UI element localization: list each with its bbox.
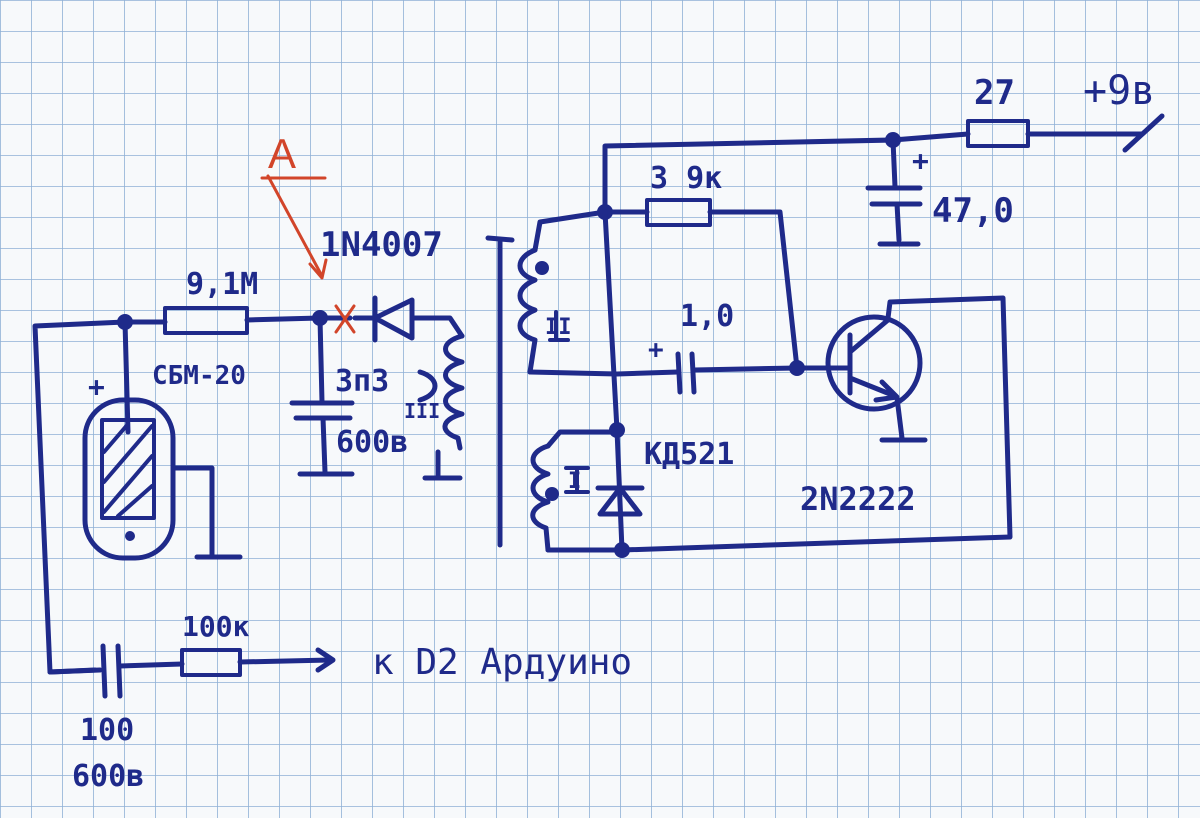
label-diode-1n4007: 1N4007 — [320, 225, 443, 265]
wire-coil2-top — [532, 209, 608, 253]
capacitor-1-right-plate — [689, 351, 697, 395]
wire-tube-to-ground — [170, 465, 215, 558]
wire-r100k-to-output — [237, 657, 333, 665]
wire-r91m-to-node — [244, 315, 353, 323]
transformer-core-top — [485, 235, 515, 243]
diode-1n4007 — [352, 295, 465, 343]
label-coil-ii: II — [545, 315, 572, 340]
wire-emitter-to-ground — [894, 395, 905, 441]
junction-base — [789, 360, 805, 376]
wire-c3n3-to-ground — [320, 415, 328, 475]
label-c1: 1,0 — [680, 299, 734, 334]
label-coil-i: I — [568, 469, 581, 494]
label-c100: 100 — [80, 713, 134, 748]
wire-to-c100 — [47, 667, 103, 675]
wire-node-to-tube — [122, 319, 131, 435]
geiger-tube-sbm20 — [82, 397, 176, 561]
wire-node-to-c3n3 — [317, 315, 325, 405]
coil-i — [530, 443, 590, 553]
output-arrow-icon — [315, 647, 336, 673]
label-c100-voltage: 600в — [72, 759, 144, 794]
junction-left — [117, 314, 133, 330]
label-c1-plus: + — [648, 335, 664, 365]
label-c47-plus: + — [912, 144, 929, 177]
wire-r39k-to-base — [707, 209, 800, 371]
label-r100k: 100к — [182, 610, 250, 643]
label-output: к D2 Ардуино — [372, 642, 632, 683]
wire-coil2-to-c1 — [527, 369, 681, 377]
junction-bottom — [614, 542, 630, 558]
label-c47: 47,0 — [932, 191, 1014, 231]
label-transistor: 2N2222 — [800, 480, 916, 518]
label-diode-kd521: КД521 — [644, 437, 734, 472]
annotation-point-a — [260, 174, 356, 334]
label-r39k: 3 9к — [650, 161, 722, 196]
label-r27: 27 — [974, 73, 1015, 113]
label-tube: СБМ-20 — [152, 361, 246, 391]
coil-ii — [517, 247, 570, 375]
label-c3n3: 3п3 — [335, 364, 389, 399]
wire-c100-to-r100k — [117, 661, 185, 669]
wire-coil1-top — [545, 429, 620, 449]
capacitor-100-right-plate — [115, 643, 123, 699]
label-coil-iii: III — [404, 399, 440, 423]
label-point-a: A — [268, 130, 296, 177]
capacitor-100-left-plate — [100, 643, 108, 699]
wire-bottom-return — [545, 295, 1013, 553]
diode-kd521 — [595, 485, 645, 517]
wire-c47-to-r27 — [890, 131, 971, 143]
transistor-2n2222 — [825, 314, 923, 412]
supply-terminal — [1122, 113, 1165, 153]
coil-iii — [417, 333, 465, 481]
label-tube-plus: + — [88, 370, 105, 403]
wire-c47-to-ground — [894, 201, 902, 243]
label-c3n3-voltage: 600в — [336, 425, 408, 460]
wire-c1-to-base — [691, 365, 833, 373]
junction-point-a — [312, 310, 328, 326]
capacitor-1-left-plate — [675, 351, 683, 395]
label-supply: +9в — [1083, 68, 1155, 114]
wire-top-rail — [602, 137, 896, 215]
wire-to-c47 — [890, 137, 898, 190]
label-r91m: 9,1М — [186, 267, 258, 302]
